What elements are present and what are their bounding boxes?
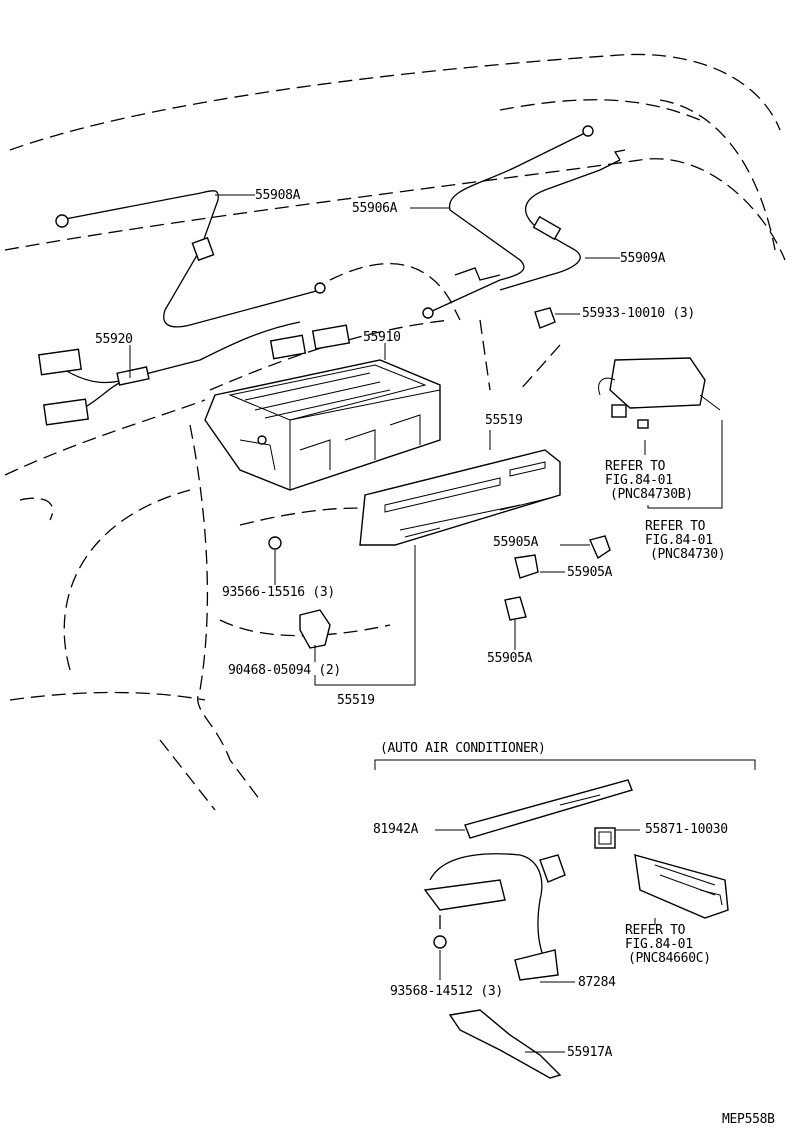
connector (514, 949, 559, 981)
bulb (637, 419, 649, 429)
wire-harness-55920 (64, 321, 301, 384)
screw-93568 (433, 935, 447, 949)
label-55908A: 55908A (255, 188, 301, 203)
cable-hook (613, 149, 626, 161)
panel-81942A (464, 779, 633, 839)
label-87284: 87284 (578, 975, 616, 990)
clip-90468 (299, 609, 331, 649)
label-auto-air-conditioner: (AUTO AIR CONDITIONER) (380, 741, 546, 756)
cable-55909A (499, 159, 621, 291)
connector (269, 334, 307, 360)
knob-55905A (589, 535, 611, 560)
dashboard-outline-vent2 (519, 344, 561, 391)
refer-note-1-line2: FIG.84-01 (605, 473, 673, 488)
knob-55905A (514, 554, 539, 579)
dashboard-outline-right2 (499, 99, 701, 121)
dashboard-outline-left (189, 424, 261, 801)
refer-note-3-line1: REFER TO (625, 923, 686, 938)
refer-note-3-line3: (PNC84660C) (628, 951, 711, 966)
label-93566: 93566-15516 (3) (222, 585, 335, 600)
dashboard-outline-right (659, 99, 776, 251)
screw-93566 (268, 536, 282, 550)
label-55910: 55910 (363, 330, 401, 345)
label-55519-top: 55519 (485, 413, 523, 428)
label-55917A: 55917A (567, 1045, 613, 1060)
label-93568: 93568-14512 (3) (390, 984, 503, 999)
cable-end-eyelet (55, 214, 69, 228)
label-90468: 90468-05094 (2) (228, 663, 341, 678)
connector (43, 398, 89, 426)
dashboard-outline-bottom (9, 691, 206, 701)
label-55933: 55933-10010 (3) (582, 306, 695, 321)
dashboard-outline-arc (63, 489, 191, 671)
bracket-55917A (448, 1009, 562, 1079)
gasket-55871 (594, 827, 616, 849)
refer-note-2-line1: REFER TO (645, 519, 706, 534)
cable-end-eyelet (582, 125, 594, 137)
refer-note-1-line3: (PNC84730B) (610, 487, 693, 502)
wire-harness-87284 (429, 853, 546, 961)
sensor (611, 404, 627, 418)
connector (539, 854, 566, 883)
dashboard-outline-console2 (329, 262, 461, 321)
refer-note-2-line3: (PNC84730) (650, 547, 726, 562)
dashboard-outline-vent (479, 319, 491, 391)
dashboard-outline-lower (4, 399, 206, 476)
refer-note-1-line1: REFER TO (605, 459, 666, 474)
servo-motor-unit (598, 357, 721, 429)
sensor-unit-84660C (634, 854, 729, 919)
connector (38, 348, 82, 376)
label-55519-bottom: 55519 (337, 693, 375, 708)
dashboard-outline-top (9, 53, 781, 151)
label-55905A-2: 55905A (567, 565, 613, 580)
label-55905A-3: 55905A (487, 651, 533, 666)
dashboard-outline-small (239, 507, 381, 526)
cable-55906A (429, 132, 586, 313)
label-55871: 55871-10030 (645, 822, 728, 837)
connector (311, 324, 351, 350)
dashboard-outline-small2 (219, 619, 391, 637)
cable-end-eyelet (422, 307, 434, 319)
diagram-code: MEP558B (722, 1112, 775, 1127)
cable-55908A (59, 190, 321, 328)
refer-note-2-line2: FIG.84-01 (645, 533, 713, 548)
cable-sleeve (532, 215, 562, 241)
label-55909A: 55909A (620, 251, 666, 266)
knob-55905A (504, 596, 527, 621)
label-55905A-1: 55905A (493, 535, 539, 550)
dashboard-outline-mid (4, 158, 786, 261)
bracket (423, 879, 506, 911)
heater-control-unit-55910 (204, 359, 441, 491)
dashboard-outline-console (209, 319, 451, 391)
dashboard-outline-small3 (19, 497, 54, 521)
label-81942A: 81942A (373, 822, 419, 837)
harness-sleeve (116, 366, 150, 386)
control-panel-55519 (359, 449, 561, 546)
label-55920: 55920 (95, 332, 133, 347)
cable-bracket (454, 267, 501, 281)
label-55906A: 55906A (352, 201, 398, 216)
dashboard-outline-recess (159, 739, 216, 811)
clip-55933 (534, 307, 556, 329)
refer-note-3-line2: FIG.84-01 (625, 937, 693, 952)
cable-clip (191, 236, 215, 262)
cable-end-eyelet (314, 282, 326, 294)
